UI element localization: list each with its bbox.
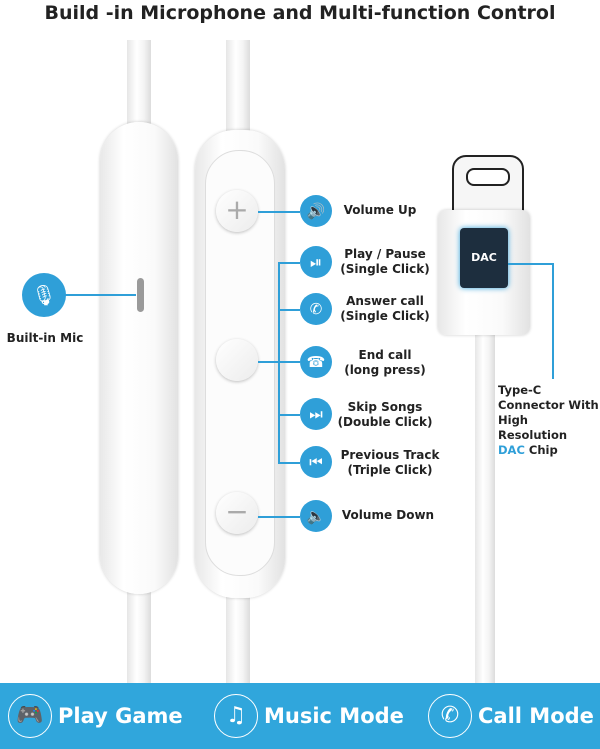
volume-down-icon: 🔈: [300, 500, 332, 532]
label-line: Connector With: [498, 398, 599, 412]
label-line: End call: [358, 348, 412, 362]
label-line: Chip: [524, 443, 558, 457]
label-line: Volume Down: [341, 508, 435, 522]
pointer-line: [258, 516, 300, 518]
pointer-line: [278, 262, 300, 264]
control-label-answer-call: Answer call(Single Click): [330, 294, 440, 324]
usb-c-plug: [452, 155, 524, 217]
label-line: (Triple Click): [347, 463, 433, 477]
usb-c-cable: [475, 330, 495, 683]
control-label-end-call: End call(long press): [330, 348, 440, 378]
pointer-line: [278, 414, 300, 416]
label-line: Play / Pause: [344, 247, 426, 261]
multifunction-button[interactable]: [216, 339, 258, 381]
connector-label: Type-C Connector With High Resolution DA…: [498, 383, 600, 458]
mode-label: Music Mode: [264, 704, 404, 728]
label-line: High Resolution: [498, 413, 568, 442]
mic-remote: [100, 122, 178, 594]
dac-pointer-line: [508, 263, 553, 265]
control-label-volume-down: Volume Down: [333, 508, 443, 523]
mode-label: Call Mode: [478, 704, 594, 728]
volume-up-button[interactable]: +: [216, 190, 258, 232]
skip-previous-icon: ⏮: [300, 446, 332, 478]
volume-down-button[interactable]: −: [216, 492, 258, 534]
label-line: Skip Songs: [347, 400, 423, 414]
gamepad-icon: 🎮: [8, 694, 52, 738]
mode-label: Play Game: [58, 704, 183, 728]
volume-up-icon: 🔊: [300, 195, 332, 227]
play-pause-icon: ⏯: [300, 246, 332, 278]
mode-play-game: 🎮Play Game: [8, 683, 183, 749]
dac-chip: DAC: [460, 228, 508, 288]
label-line: Type-C: [498, 383, 542, 397]
label-line: (long press): [344, 363, 426, 377]
label-line: (Single Click): [340, 262, 430, 276]
mic-label: Built-in Mic: [6, 331, 84, 345]
music-note-icon: ♫: [214, 694, 258, 738]
label-line: Volume Up: [343, 203, 417, 217]
control-label-volume-up: Volume Up: [325, 203, 435, 218]
label-line: (Double Click): [337, 415, 433, 429]
dac-pointer-line: [552, 263, 554, 379]
mode-music: ♫Music Mode: [214, 683, 404, 749]
skip-next-icon: ⏭: [300, 398, 332, 430]
phone-icon: ✆: [428, 694, 472, 738]
microphone-icon: 🎙: [22, 273, 66, 317]
mode-call: ✆Call Mode: [428, 683, 594, 749]
mic-slot: [137, 278, 144, 312]
pointer-line: [278, 309, 300, 311]
usb-c-tongue: [466, 168, 510, 186]
pointer-line: [258, 211, 300, 213]
page-title: Build -in Microphone and Multi-function …: [44, 2, 556, 24]
control-label-previous-track: Previous Track(Triple Click): [335, 448, 445, 478]
pointer-line: [258, 361, 300, 363]
label-line: Answer call: [346, 294, 424, 308]
phone-end-icon: ☎: [300, 346, 332, 378]
label-line: Previous Track: [340, 448, 440, 462]
mode-bar: 🎮Play Game ♫Music Mode ✆Call Mode: [0, 683, 600, 749]
control-label-play-pause: Play / Pause(Single Click): [330, 247, 440, 277]
dac-highlight: DAC: [498, 443, 525, 457]
label-line: (Single Click): [340, 309, 430, 323]
pointer-line: [278, 462, 300, 464]
control-label-skip-songs: Skip Songs(Double Click): [330, 400, 440, 430]
phone-answer-icon: ✆: [300, 293, 332, 325]
mic-pointer-line: [64, 294, 136, 296]
